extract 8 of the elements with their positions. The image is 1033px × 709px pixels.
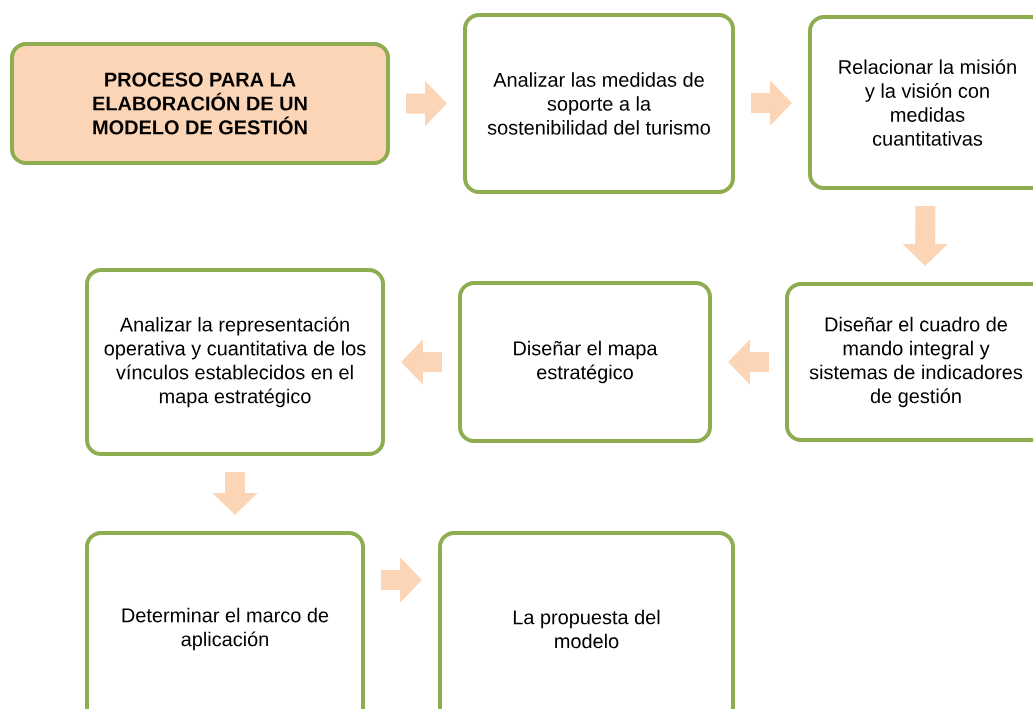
process-box: Analizar las medidas de soporte a la sostenibilidad del turismo xyxy=(463,13,735,194)
process-box: PROCESO PARA LA ELABORACIÓN DE UN MODELO DE GESTIÓN xyxy=(10,42,390,165)
process-box: Diseñar el mapa estratégico xyxy=(458,281,712,443)
process-box: La propuesta del modelo xyxy=(438,531,735,709)
process-box: Relacionar la misión y la visión con medidas cuantitativas xyxy=(808,15,1033,190)
process-box: Diseñar el cuadro de mando integral y sistemas de indicadores de gestión xyxy=(785,282,1033,442)
process-box: Determinar el marco de aplicación xyxy=(85,531,365,709)
process-box: Analizar la representación operativa y cuantitativa de los vínculos establecidos en el mapa estratégico xyxy=(85,268,385,456)
